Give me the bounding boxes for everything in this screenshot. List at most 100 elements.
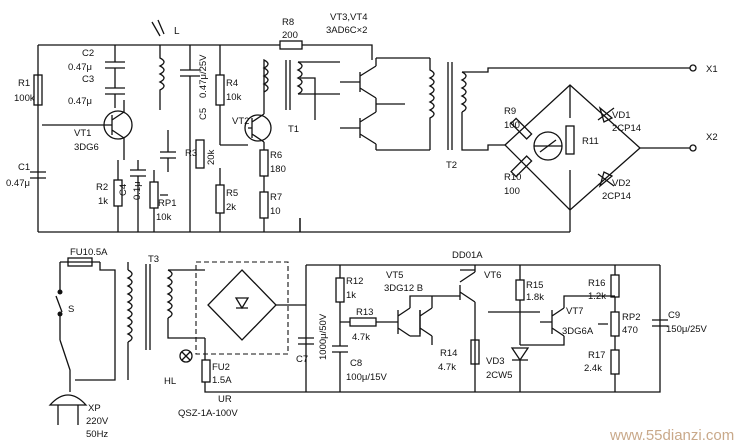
label-R15: R15 bbox=[526, 280, 543, 291]
label-R13v: 4.7k bbox=[352, 332, 370, 343]
label-VT5: VT5 bbox=[386, 270, 403, 281]
label-R5v: 2k bbox=[226, 202, 236, 213]
mains-wire bbox=[55, 261, 100, 392]
vd1-diode bbox=[597, 106, 615, 123]
vt1-transistor bbox=[42, 100, 133, 160]
label-VD3: VD3 bbox=[486, 356, 504, 367]
label-R17: R17 bbox=[588, 350, 605, 361]
label-VT34: VT3,VT4 bbox=[330, 12, 368, 23]
label-R14v: 4.7k bbox=[438, 362, 456, 373]
label-XPf: 50Hz bbox=[86, 429, 108, 440]
r7-resistor bbox=[259, 191, 269, 219]
label-R16: R16 bbox=[588, 278, 605, 289]
label-XPv: 220V bbox=[86, 416, 109, 427]
c5-capacitor bbox=[180, 45, 200, 232]
label-URt: QSZ-1A-100V bbox=[178, 408, 238, 419]
x1-terminal[interactable] bbox=[689, 64, 697, 72]
label-DD01A: DD01A bbox=[452, 250, 483, 261]
label-R4v: 10k bbox=[226, 92, 242, 103]
r4-wire2 bbox=[219, 105, 248, 146]
label-VT2: VT2 bbox=[232, 116, 249, 127]
label-R3v: 20k bbox=[206, 149, 217, 165]
label-C8: C8 bbox=[350, 358, 362, 369]
hl-lamp-icon bbox=[179, 349, 193, 363]
label-R9: R9 bbox=[504, 106, 516, 117]
r4-resistor bbox=[215, 74, 225, 106]
vd3-zener bbox=[510, 347, 530, 392]
r15-resistor bbox=[515, 279, 525, 301]
xp-plug-icon[interactable] bbox=[48, 394, 88, 425]
label-C1: C1 bbox=[18, 162, 30, 173]
r12-resistor bbox=[335, 277, 345, 303]
label-R4: R4 bbox=[226, 78, 238, 89]
ur-return-wire bbox=[204, 338, 306, 393]
label-R2v: 1k bbox=[98, 196, 108, 207]
r14-resistor bbox=[470, 339, 480, 365]
label-T1: T1 bbox=[288, 124, 299, 135]
t1-transformer bbox=[262, 58, 340, 120]
fu2-fuse bbox=[201, 359, 211, 383]
label-FU2: FU2 bbox=[212, 362, 230, 373]
label-VT5t: 3DG12 B bbox=[384, 283, 423, 294]
r5-resistor bbox=[215, 184, 225, 214]
ur-bridge-rectifier bbox=[207, 269, 277, 341]
label-R2: R2 bbox=[96, 182, 108, 193]
label-VT34t: 3AD6C×2 bbox=[326, 25, 367, 36]
label-R11: R11 bbox=[582, 136, 599, 147]
r13-resistor bbox=[349, 317, 377, 327]
label-VD2t: 2CP14 bbox=[602, 191, 631, 202]
label-C1v: 0.47μ bbox=[6, 178, 30, 189]
label-C2: C2 bbox=[82, 48, 94, 59]
rp1-wire bbox=[153, 170, 168, 232]
label-VT7t: 3DG6A bbox=[562, 326, 594, 337]
vt7-transistor bbox=[488, 295, 615, 346]
r3-resistor bbox=[195, 139, 205, 169]
label-R7: R7 bbox=[270, 192, 282, 203]
label-S: S bbox=[68, 304, 74, 315]
x2-terminal[interactable] bbox=[689, 144, 697, 152]
meter-bridge bbox=[300, 84, 641, 233]
s-switch-contact2[interactable] bbox=[57, 311, 63, 317]
label-R9v: 100 bbox=[504, 120, 520, 131]
label-VD2: VD2 bbox=[612, 178, 630, 189]
dc-rails bbox=[305, 264, 661, 393]
label-VT7: VT7 bbox=[566, 306, 583, 317]
label-R16v: 1.2k bbox=[588, 291, 606, 302]
label-UR: UR bbox=[218, 394, 232, 405]
s-switch-contact[interactable] bbox=[57, 289, 63, 295]
t2-transformer bbox=[428, 58, 690, 151]
label-FU2v: 1.5A bbox=[212, 375, 232, 386]
c6-capacitor bbox=[298, 337, 314, 345]
oscillator-section bbox=[30, 19, 697, 233]
vt5-transistor bbox=[397, 295, 460, 345]
label-RP1v: 10k bbox=[156, 212, 172, 223]
hl-lamp-cross bbox=[181, 351, 191, 361]
vt3-vt4-transistors bbox=[340, 57, 430, 151]
label-R10: R10 bbox=[504, 172, 521, 183]
vt2-transistor bbox=[244, 100, 272, 150]
label-C7: C7 bbox=[296, 354, 308, 365]
r6-resistor bbox=[259, 149, 269, 177]
label-L: L bbox=[174, 26, 180, 37]
component-labels: L C2 0.47μ C3 0.47μ R1 100k VT1 3DG6 C1 … bbox=[6, 12, 718, 440]
label-R8: R8 bbox=[282, 17, 294, 28]
label-C5: C5 bbox=[198, 108, 209, 120]
c9-capacitor bbox=[652, 319, 668, 327]
l-inductor bbox=[158, 45, 165, 110]
c4-capacitor bbox=[130, 160, 146, 232]
fu1-fuse bbox=[67, 257, 93, 267]
label-C4: C4 bbox=[118, 184, 129, 196]
label-VT1: VT1 bbox=[74, 128, 91, 139]
label-R17v: 2.4k bbox=[584, 363, 602, 374]
label-R12v: 1k bbox=[346, 290, 356, 301]
label-R7v: 10 bbox=[270, 206, 281, 217]
label-HL: HL bbox=[164, 376, 176, 387]
label-VT1t: 3DG6 bbox=[74, 142, 99, 153]
label-R10v: 100 bbox=[504, 186, 520, 197]
r8-wire2 bbox=[302, 44, 373, 60]
label-C4v: 0.1μ bbox=[132, 181, 143, 200]
label-R15v: 1.8k bbox=[526, 292, 544, 303]
label-R6v: 180 bbox=[270, 164, 286, 175]
label-X1: X1 bbox=[706, 64, 718, 75]
r17-resistor bbox=[610, 349, 620, 375]
